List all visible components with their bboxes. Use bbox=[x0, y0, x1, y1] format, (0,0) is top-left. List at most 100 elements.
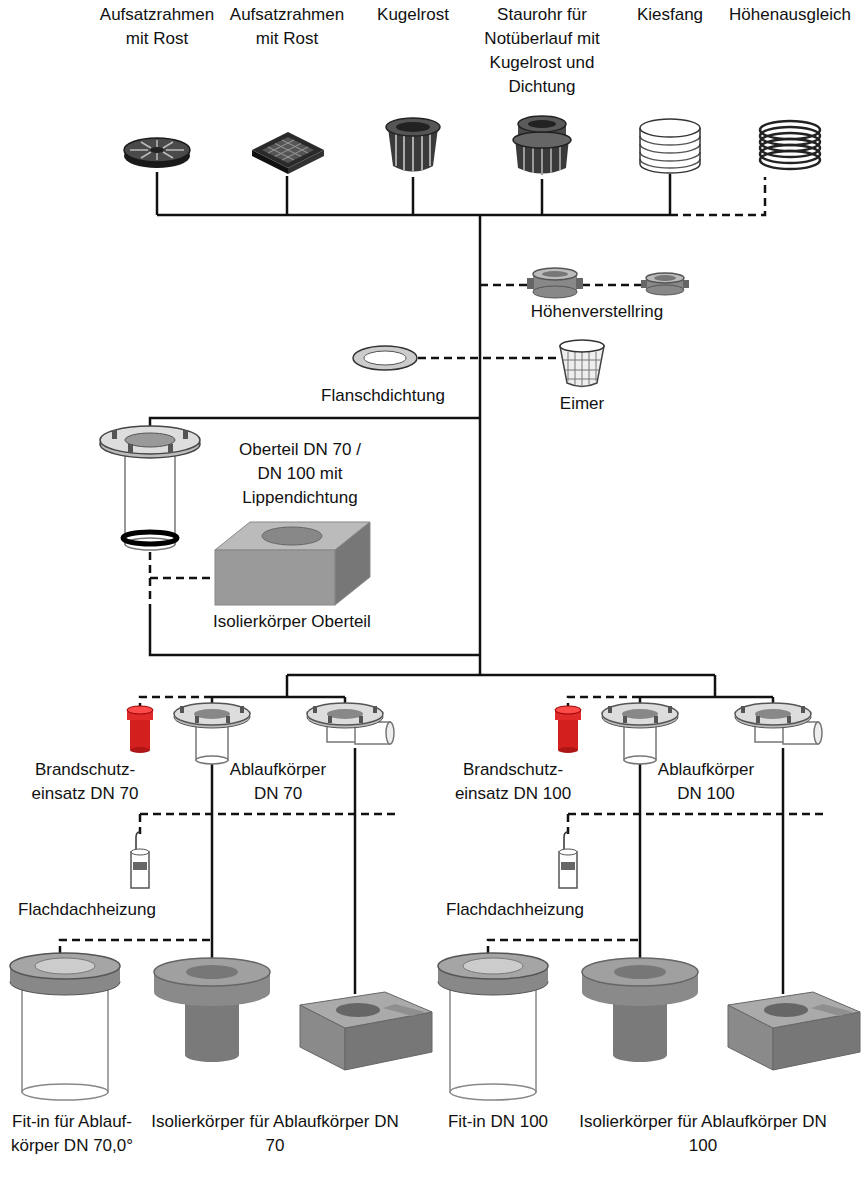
drain-branch bbox=[130, 716, 150, 750]
drain-branch bbox=[22, 982, 108, 1092]
drain-branch bbox=[35, 958, 95, 974]
flange-gasket-icon bbox=[353, 346, 417, 370]
drain-branch bbox=[328, 716, 332, 723]
part-label: Brandschutz- einsatz DN 70 bbox=[31, 758, 140, 806]
part-label: Fit-in für Ablauf- körper DN 70,0° bbox=[10, 1110, 135, 1158]
drain-branch bbox=[131, 849, 149, 855]
drain-branch bbox=[327, 709, 363, 719]
part-label: Kugelrost bbox=[376, 3, 450, 27]
upper-part-icon bbox=[168, 444, 173, 453]
ball-grate-icon bbox=[396, 134, 430, 172]
height-ring-icon bbox=[527, 268, 583, 298]
gravel-guard-icon bbox=[640, 119, 700, 137]
drain-branch bbox=[10, 953, 120, 979]
drain-branch bbox=[300, 992, 432, 1028]
square-frame-icon bbox=[262, 137, 314, 163]
bucket-icon bbox=[563, 352, 601, 387]
upper-part-icon bbox=[123, 532, 177, 544]
part-label: Kiesfang bbox=[636, 3, 705, 27]
drain-branch bbox=[127, 706, 153, 714]
drain-branch bbox=[307, 703, 383, 725]
part-label: Brandschutz- einsatz DN 100 bbox=[454, 758, 573, 806]
height-ring-icon bbox=[641, 280, 647, 288]
flange-gasket-icon bbox=[353, 346, 417, 370]
square-frame-icon bbox=[252, 132, 324, 168]
round-frame-icon bbox=[150, 147, 164, 153]
drain-branch bbox=[174, 703, 250, 725]
drain-branch bbox=[154, 958, 270, 986]
part-label: Staurohr für Notüberlauf mit Kugelrost u… bbox=[483, 3, 601, 99]
overflow-pipe-icon bbox=[524, 146, 560, 175]
ball-grate-icon bbox=[386, 118, 440, 172]
ball-grate-icon bbox=[396, 122, 430, 132]
height-adjust-rings-icon bbox=[760, 121, 820, 139]
drain-branch bbox=[131, 852, 149, 888]
drain-branch bbox=[180, 706, 184, 713]
drain-branch bbox=[194, 709, 230, 719]
height-ring-icon bbox=[533, 268, 577, 280]
upper-part-icon bbox=[112, 430, 117, 439]
square-frame-icon bbox=[268, 140, 308, 160]
drain-branch-dn100 bbox=[438, 675, 860, 1100]
upper-part-icon bbox=[183, 430, 188, 439]
part-label: Höhenverstellring bbox=[530, 300, 665, 324]
part-label: Flachdachheizung bbox=[18, 898, 158, 922]
part-label: Isolierkörper für Ablaufkörper DN 70 bbox=[150, 1110, 400, 1158]
drain-branch bbox=[373, 706, 377, 713]
bucket-icon bbox=[560, 340, 604, 387]
insulation-block-icon bbox=[262, 527, 322, 545]
height-ring-icon bbox=[646, 273, 684, 283]
height-ring-icon bbox=[527, 278, 534, 289]
part-label: Höhenausgleich bbox=[728, 3, 852, 27]
drain-branch bbox=[359, 716, 363, 723]
part-label: Fit-in DN 100 bbox=[447, 1110, 550, 1134]
part-label: Aufsatzrahmen mit Rost bbox=[99, 3, 216, 51]
connection-line bbox=[150, 172, 715, 675]
upper-part-icon bbox=[100, 426, 200, 454]
drain-branch bbox=[386, 722, 394, 744]
part-label: Flanschdichtung bbox=[320, 384, 446, 408]
round-frame-icon bbox=[124, 138, 190, 162]
drain-branch bbox=[130, 747, 150, 753]
upper-part-icon bbox=[128, 444, 133, 453]
height-ring-icon bbox=[576, 278, 583, 289]
insulation-block-icon bbox=[215, 522, 370, 605]
optional-line bbox=[150, 177, 765, 610]
upper-part-icon bbox=[100, 426, 200, 550]
square-frame-icon bbox=[252, 132, 324, 174]
drain-branch bbox=[10, 675, 432, 1100]
gravel-guard-icon bbox=[640, 136, 700, 168]
upper-part-icon bbox=[125, 446, 175, 544]
drain-branch bbox=[336, 1003, 380, 1017]
height-ring-icon bbox=[641, 273, 689, 295]
height-ring-icon bbox=[683, 280, 689, 288]
overflow-pipe-icon bbox=[513, 116, 571, 175]
flange-gasket-icon bbox=[364, 351, 406, 365]
part-label: Eimer bbox=[559, 392, 606, 416]
part-label: Ablaufkörper DN 100 bbox=[657, 758, 756, 806]
height-ring-icon bbox=[542, 271, 568, 277]
part-label: Isolierkörper für Ablaufkörper DN 100 bbox=[578, 1110, 828, 1158]
drain-branch bbox=[186, 965, 238, 979]
overflow-pipe-icon bbox=[518, 116, 566, 132]
drain-branch bbox=[226, 716, 230, 723]
gravel-guard-icon bbox=[640, 119, 700, 173]
height-ring-icon bbox=[654, 275, 676, 281]
part-label: Oberteil DN 70 / DN 100 mit Lippendichtu… bbox=[238, 438, 362, 510]
bucket-icon bbox=[560, 340, 604, 352]
height-ring-icon bbox=[533, 286, 577, 298]
part-label: Flachdachheizung bbox=[446, 898, 586, 922]
height-ring-icon bbox=[646, 285, 684, 295]
overflow-pipe-icon bbox=[528, 120, 556, 128]
drain-branch bbox=[22, 1084, 108, 1100]
round-frame-icon bbox=[130, 140, 184, 160]
part-label: Aufsatzrahmen mit Rost bbox=[229, 3, 346, 51]
drain-branch bbox=[195, 716, 199, 723]
drain-branch bbox=[196, 756, 228, 764]
height-adjust-rings-icon bbox=[760, 121, 820, 169]
optional-line bbox=[150, 177, 765, 610]
ball-grate-icon bbox=[386, 118, 440, 136]
drain-branch bbox=[313, 706, 317, 713]
insulation-block-icon bbox=[335, 522, 370, 605]
